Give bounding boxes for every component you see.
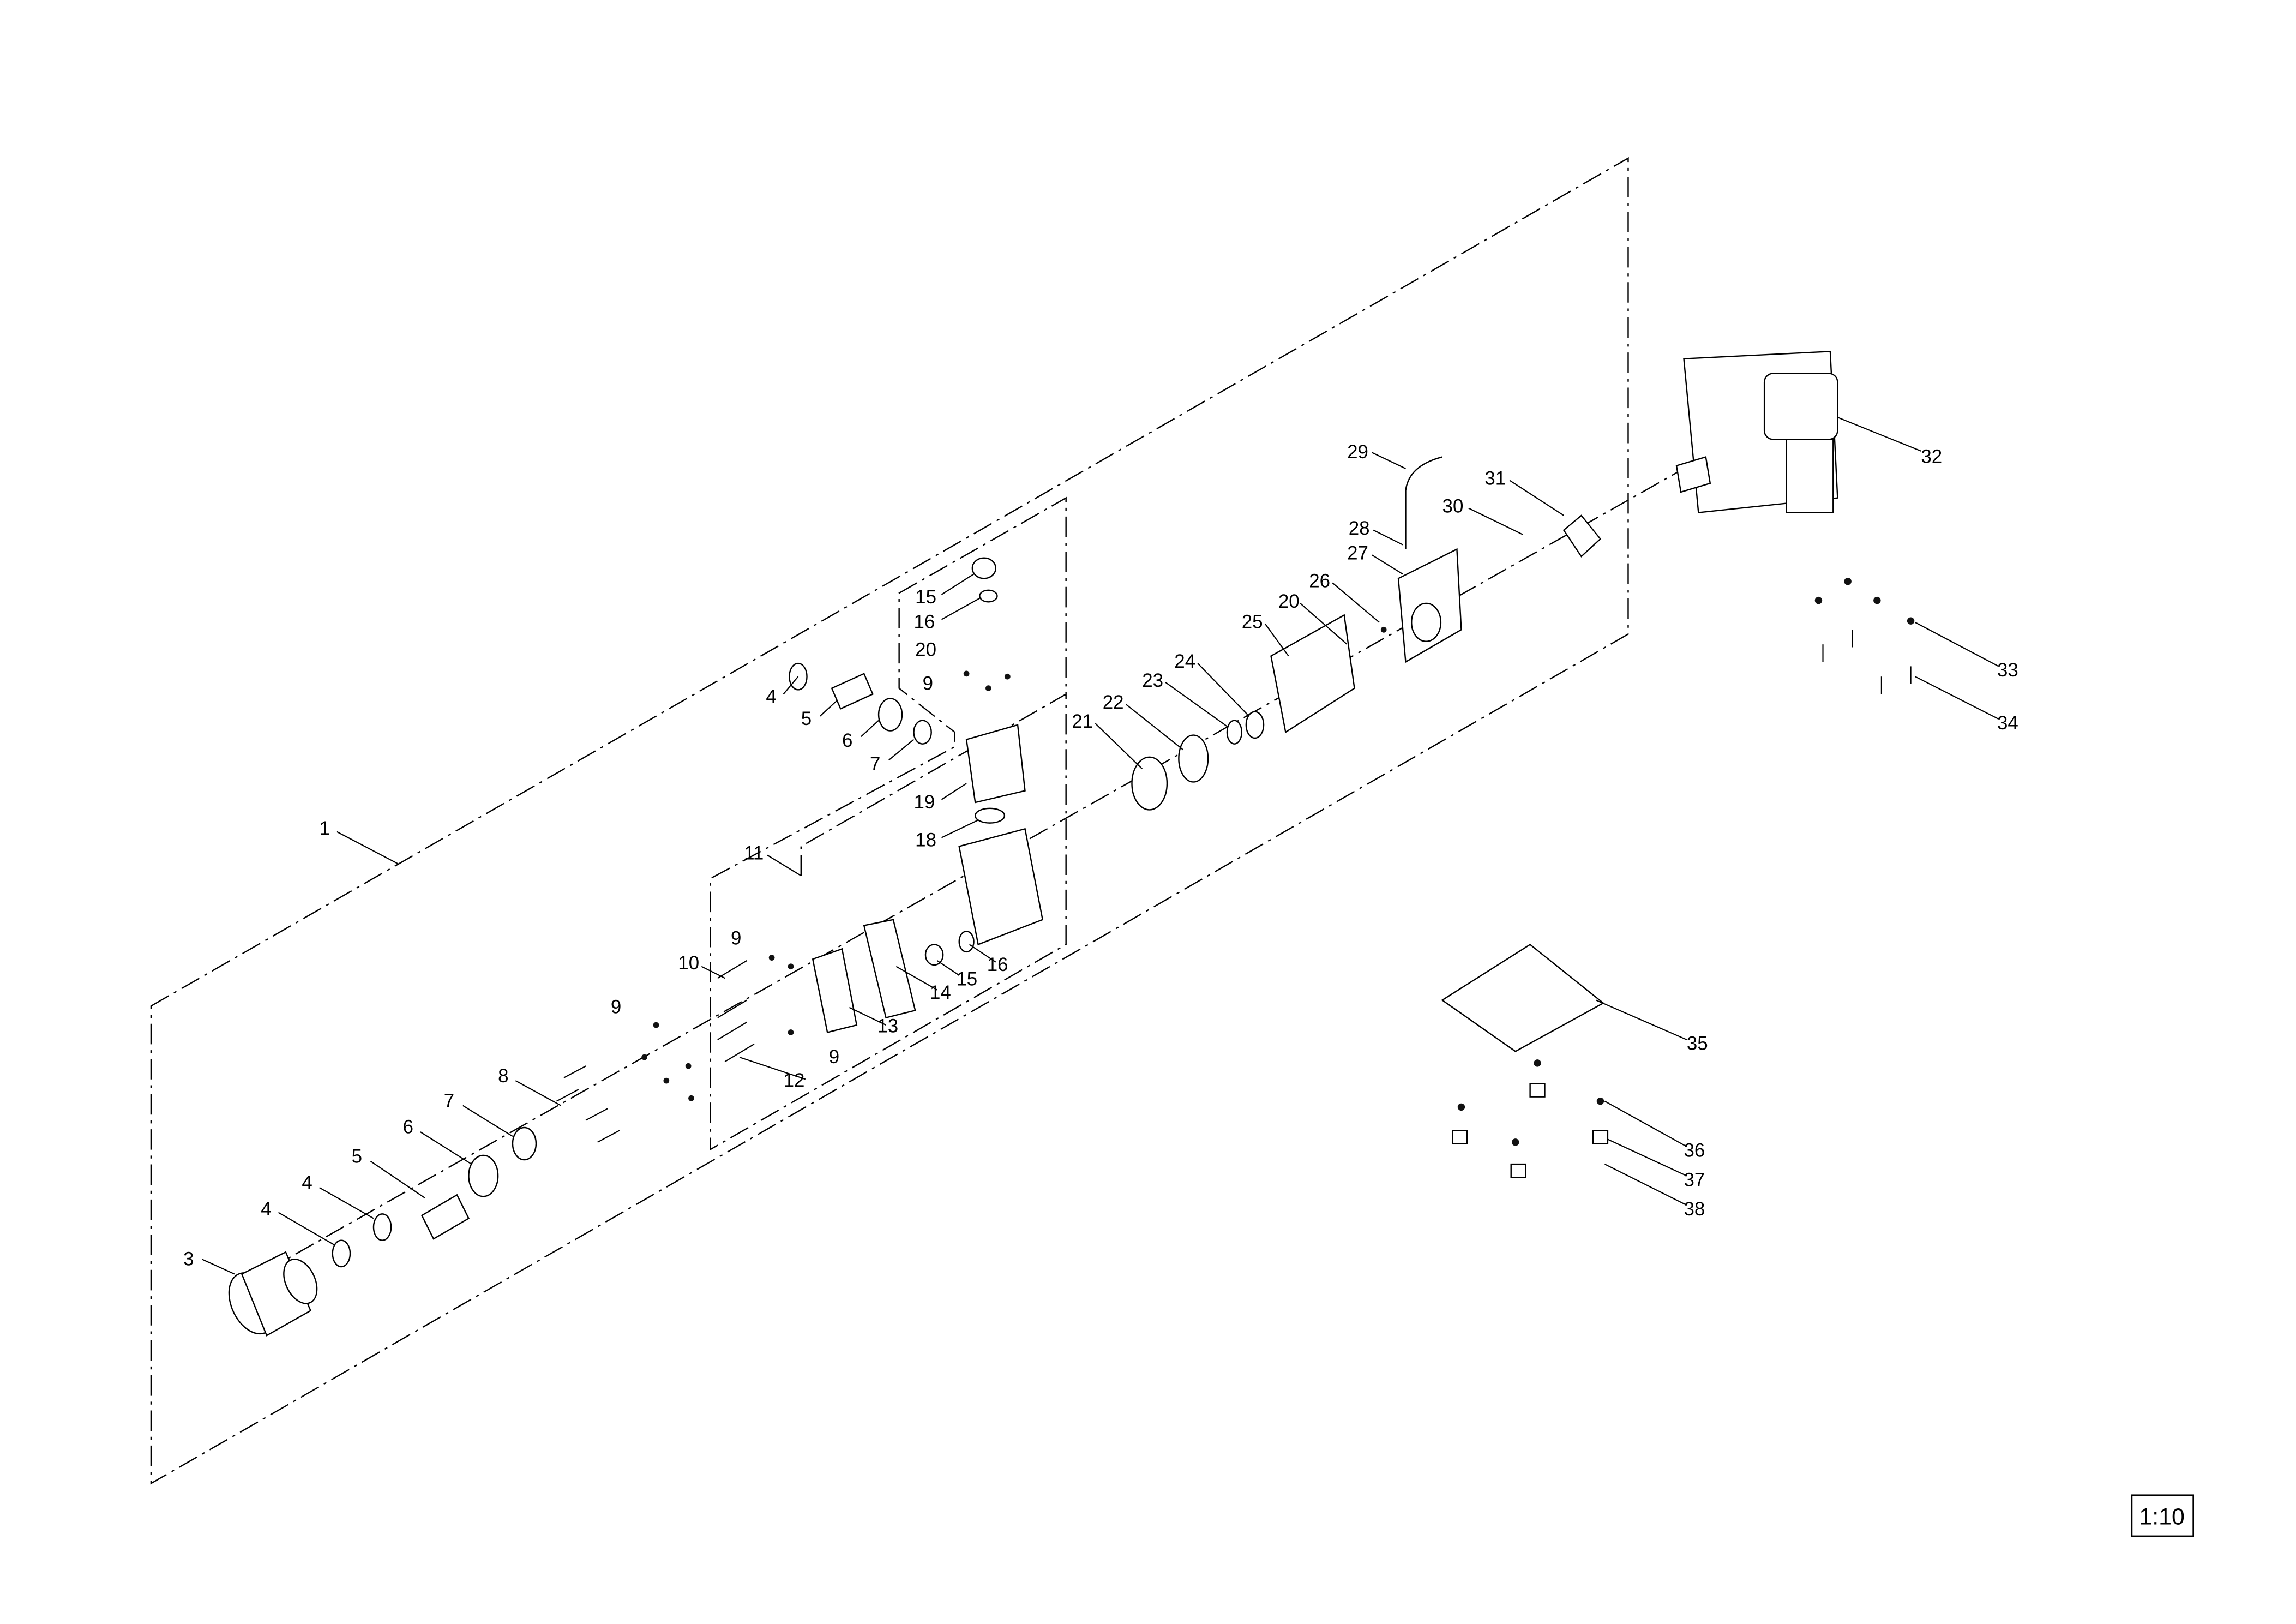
callout-6: 6	[403, 1117, 413, 1138]
callout-10: 10	[678, 952, 699, 974]
callout-4: 4	[261, 1198, 271, 1220]
strainer-part-3	[228, 1251, 318, 1337]
callout-30: 30	[1442, 496, 1464, 517]
callout-21: 21	[1072, 711, 1093, 732]
pump-casing-part	[812, 557, 1044, 1033]
callout-4: 4	[766, 686, 776, 708]
callout-37: 37	[1684, 1169, 1705, 1190]
callout-3: 3	[183, 1248, 194, 1269]
gasket-7	[512, 720, 932, 1161]
engine-part-32	[1675, 350, 1838, 513]
callout-25: 25	[1242, 612, 1263, 633]
callout-9: 9	[611, 997, 621, 1018]
callout-11: 11	[744, 843, 764, 864]
callout-32: 32	[1921, 446, 1942, 467]
callout-20: 20	[915, 639, 936, 661]
callout-7: 7	[870, 753, 880, 775]
callout-20: 20	[1278, 591, 1300, 612]
callout-5: 5	[352, 1146, 362, 1167]
callout-5: 5	[801, 708, 812, 729]
callout-1: 1	[320, 818, 330, 839]
scale-indicator: 1:10	[2131, 1494, 2195, 1537]
callout-15: 15	[956, 969, 977, 990]
callout-labels: 1 3 4 4 4 5 5 6 6 7 7 8 9 9 9 9 10 11 12…	[183, 441, 2018, 1269]
callout-16: 16	[913, 612, 935, 633]
callout-15: 15	[915, 586, 936, 608]
callout-9: 9	[731, 927, 741, 949]
callout-24: 24	[1174, 651, 1195, 672]
callout-13: 13	[877, 1016, 898, 1037]
callout-36: 36	[1684, 1140, 1705, 1161]
hose-clamps-4	[332, 662, 808, 1268]
callout-4: 4	[302, 1172, 312, 1194]
impeller-parts	[1131, 456, 1602, 811]
callout-23: 23	[1142, 670, 1163, 691]
callout-12: 12	[784, 1070, 805, 1091]
callout-7: 7	[444, 1090, 454, 1111]
leader-lines	[202, 417, 1999, 1275]
callout-9: 9	[923, 673, 933, 694]
callout-26: 26	[1309, 570, 1330, 591]
callout-16: 16	[987, 954, 1008, 975]
callout-22: 22	[1103, 692, 1124, 713]
hose-tail-5	[420, 673, 874, 1240]
callout-19: 19	[913, 792, 935, 813]
callout-33: 33	[1997, 660, 2018, 681]
assembly-boundary-11	[710, 496, 1067, 1151]
callout-29: 29	[1347, 441, 1368, 463]
union-nut-6	[468, 698, 903, 1197]
callout-14: 14	[930, 982, 951, 1003]
scale-label: 1:10	[2139, 1503, 2185, 1530]
callout-8: 8	[498, 1065, 508, 1087]
callout-34: 34	[1997, 712, 2018, 734]
callout-27: 27	[1347, 542, 1368, 564]
callout-31: 31	[1484, 468, 1506, 489]
callout-35: 35	[1687, 1033, 1708, 1054]
callout-18: 18	[915, 830, 936, 851]
base-plate-part-35	[1441, 943, 1605, 1052]
center-axis	[234, 468, 1685, 1290]
callout-38: 38	[1684, 1198, 1705, 1220]
callout-28: 28	[1349, 518, 1370, 539]
callout-9: 9	[829, 1046, 839, 1068]
assembly-boundary-1	[150, 157, 1629, 1485]
callout-6: 6	[842, 730, 852, 751]
hardware-dots	[556, 577, 1915, 1178]
